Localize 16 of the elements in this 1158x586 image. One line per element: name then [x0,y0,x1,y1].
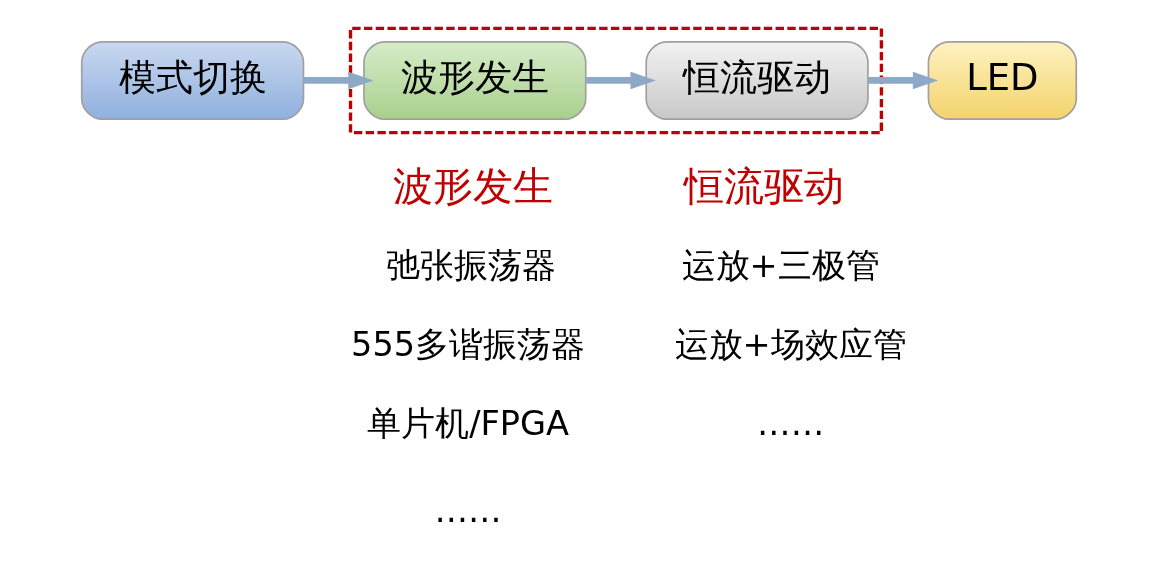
label: 运放+场效应管 [674,325,907,364]
label: 弛张振荡器 [386,246,557,286]
node-box: 模式切换 [80,41,305,120]
arrow [868,71,939,90]
label: 运放+三极管 [681,246,880,286]
node-box: 恒流驱动 [645,41,869,120]
label: 单片机/FPGA [367,403,570,443]
node-box: LED [927,41,1078,120]
label: …… [757,403,825,443]
arrow [303,71,374,90]
label: …… [434,491,502,531]
label: 555多谐振荡器 [351,325,586,364]
label: 恒流驱动 [683,164,844,210]
label: 波形发生 [393,164,554,210]
arrow [586,71,656,90]
node-box: 波形发生 [363,41,587,120]
